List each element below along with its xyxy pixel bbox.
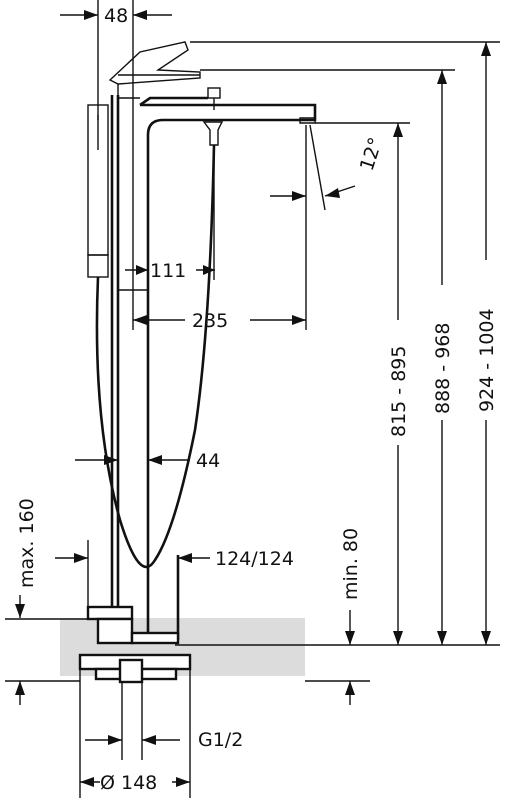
dim-g12 [85,682,180,760]
label-924-1004: 924 - 1004 [476,308,498,412]
dim-111 [125,145,215,280]
label-235: 235 [192,310,228,332]
label-min-80: min. 80 [340,528,362,600]
label-max-160: max. 160 [16,498,38,588]
label-815-895: 815 - 895 [388,346,410,437]
dim-min-80 [345,610,355,645]
dim-888-968 [437,70,447,645]
label-diameter: Ø 148 [100,772,157,794]
dim-44 [75,455,190,465]
dim-48 [60,0,172,120]
label-48: 48 [104,5,128,27]
label-111: 111 [150,260,186,282]
faucet-body [139,87,317,640]
dim-235 [133,315,306,325]
dim-924-1004 [481,42,491,645]
dim-diameter-148 [79,670,191,798]
label-888-968: 888 - 968 [432,323,454,414]
label-44: 44 [196,450,220,472]
dim-124 [55,540,210,607]
dim-12deg [270,124,356,211]
label-g12: G1/2 [198,729,243,751]
dim-floor-arrows [15,681,355,705]
label-angle: 12° [356,135,387,174]
base-plate [78,605,192,684]
label-124: 124/124 [215,548,294,570]
shower-hose [95,144,216,569]
dim-815-895 [393,123,403,645]
dim-max-160 [5,595,88,620]
mixer-lever [108,41,201,99]
